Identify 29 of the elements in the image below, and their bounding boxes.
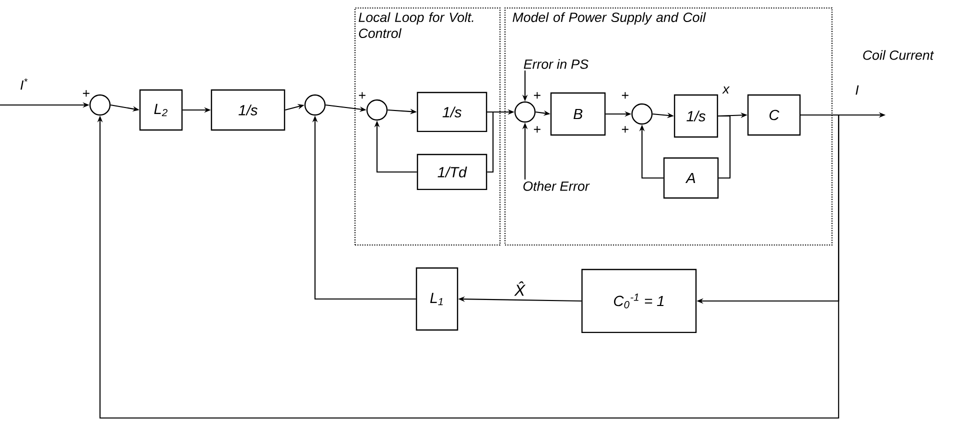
- summing-junction: [89, 94, 111, 116]
- signal-label: I$^{*}$: [20, 78, 28, 90]
- summing-junction: [514, 101, 536, 123]
- summing-junction: [304, 94, 326, 116]
- summing-junction: [631, 103, 653, 125]
- block-box: A: [663, 157, 719, 199]
- block-box: 1/s: [416, 92, 488, 132]
- block-box: 1/s: [674, 94, 718, 138]
- signal-label: +: [534, 126, 540, 133]
- block-box: L$_{2}$: [139, 89, 183, 131]
- signal-label: +: [622, 126, 628, 133]
- edge-label: X̂: [513, 280, 526, 298]
- block-box: 1/Td: [416, 154, 488, 190]
- block-box: B: [550, 92, 606, 136]
- block-box: L$_{1}$: [416, 267, 458, 331]
- signal-text: Error in PS: [524, 59, 588, 69]
- signal-label: I: [856, 85, 859, 95]
- block-box: C: [747, 94, 801, 136]
- signal-label: +: [358, 92, 366, 99]
- summing-junction: [366, 99, 388, 121]
- signal-label: +: [82, 90, 90, 97]
- signal-text: Other Error: [523, 181, 590, 191]
- signal-label: +: [534, 92, 540, 99]
- signal-label: Coil Current: [863, 50, 934, 60]
- block-box: 1/s: [210, 89, 286, 131]
- signal-label: +: [622, 92, 628, 99]
- signal-label: x: [722, 86, 730, 94]
- block-box: C$_{0}$$^{-1}$ = 1: [581, 268, 697, 334]
- arrow: [97, 115, 840, 419]
